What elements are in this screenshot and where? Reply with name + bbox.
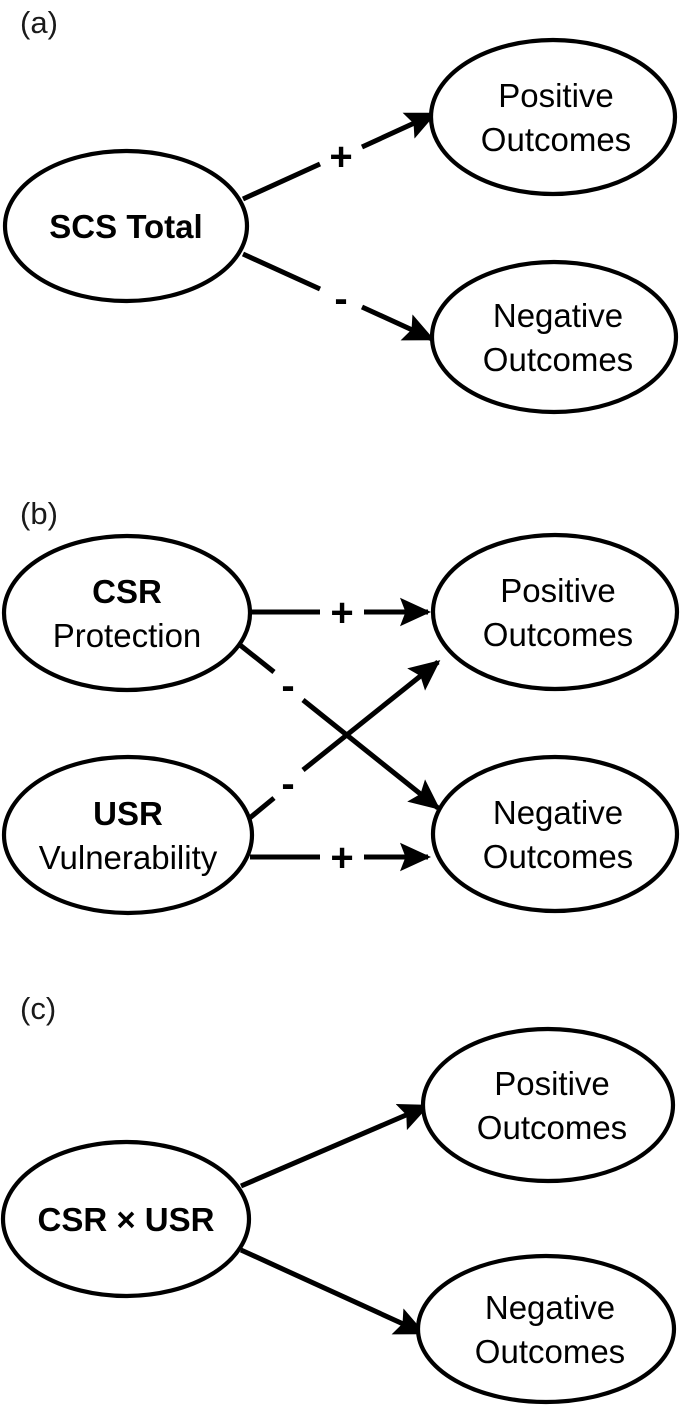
panel-c-label: (c)	[20, 991, 56, 1026]
panel-a-label: (a)	[20, 5, 58, 40]
edge-scs-positive-arrow	[360, 111, 437, 150]
node-positive-outcomes-b-line2: Outcomes	[483, 616, 633, 653]
sign-label-positive-a: +	[329, 135, 352, 179]
edge-csr-negative-arrow	[301, 698, 441, 810]
node-positive-outcomes-a-line1: Positive	[498, 77, 614, 114]
sign-label-usr-positive: -	[281, 762, 294, 806]
node-csr-x-usr-label: CSR × USR	[38, 1201, 215, 1238]
node-negative-outcomes-c-line1: Negative	[485, 1289, 615, 1326]
node-usr-vulnerability-line2: Vulnerability	[39, 839, 218, 876]
node-negative-outcomes-b-line2: Outcomes	[483, 838, 633, 875]
panel-a-edges	[241, 111, 437, 342]
node-usr-vulnerability-ellipse[interactable]	[1, 754, 255, 916]
sign-label-csr-negative: -	[281, 664, 294, 708]
node-positive-outcomes-a-line2: Outcomes	[481, 121, 631, 158]
sign-label-negative-a: -	[334, 277, 347, 321]
node-negative-outcomes-b[interactable]: Negative Outcomes	[430, 754, 680, 914]
node-negative-outcomes-a[interactable]: Negative Outcomes	[429, 259, 679, 415]
node-csr-protection-ellipse[interactable]	[1, 533, 253, 693]
node-positive-outcomes-c-line2: Outcomes	[477, 1109, 627, 1146]
edge-scs-negative-arrow	[360, 304, 435, 342]
node-usr-vulnerability[interactable]: USR Vulnerability	[1, 754, 255, 916]
node-scs-total-label: SCS Total	[49, 208, 202, 245]
node-positive-outcomes-c[interactable]: Positive Outcomes	[420, 1026, 676, 1184]
node-scs-total[interactable]: SCS Total	[2, 148, 250, 304]
node-positive-outcomes-a-ellipse[interactable]	[428, 37, 678, 197]
edge-interaction-negative-arrow	[239, 1247, 426, 1336]
panel-b-edges	[238, 597, 441, 872]
panel-a: (a) + - SCS Total Positive	[2, 5, 679, 415]
panel-b-label: (b)	[20, 496, 58, 531]
node-negative-outcomes-a-ellipse[interactable]	[429, 259, 679, 415]
node-csr-protection-line1: CSR	[92, 573, 162, 610]
edge-scs-negative-stem	[241, 251, 322, 292]
node-positive-outcomes-b-ellipse[interactable]	[430, 532, 680, 692]
panel-c-edges	[239, 1103, 430, 1336]
node-negative-outcomes-c-ellipse[interactable]	[415, 1253, 677, 1405]
node-positive-outcomes-c-line1: Positive	[494, 1065, 610, 1102]
node-negative-outcomes-b-line1: Negative	[493, 794, 623, 831]
sign-label-usr-negative: +	[330, 836, 353, 880]
node-positive-outcomes-b-line1: Positive	[500, 572, 616, 609]
node-positive-outcomes-b[interactable]: Positive Outcomes	[430, 532, 680, 692]
sign-label-csr-positive: +	[330, 591, 353, 635]
node-csr-x-usr[interactable]: CSR × USR	[0, 1139, 252, 1299]
panel-c: (c) CSR × USR Positive Outcomes Negative…	[0, 991, 677, 1405]
node-negative-outcomes-c[interactable]: Negative Outcomes	[415, 1253, 677, 1405]
node-csr-protection-line2: Protection	[53, 617, 202, 654]
edge-csr-negative-stem	[238, 643, 276, 674]
node-negative-outcomes-a-line2: Outcomes	[483, 341, 633, 378]
edge-usr-positive-arrow	[301, 660, 441, 772]
node-usr-vulnerability-line1: USR	[93, 795, 163, 832]
panel-b: (b) + - - + CSR	[1, 496, 680, 916]
node-negative-outcomes-a-line1: Negative	[493, 297, 623, 334]
node-negative-outcomes-b-ellipse[interactable]	[430, 754, 680, 914]
node-scs-total-ellipse[interactable]	[2, 148, 250, 304]
edge-scs-positive-stem	[241, 161, 322, 202]
node-negative-outcomes-c-line2: Outcomes	[475, 1333, 625, 1370]
node-positive-outcomes-c-ellipse[interactable]	[420, 1026, 676, 1184]
node-csr-x-usr-ellipse[interactable]	[0, 1139, 252, 1299]
node-csr-protection[interactable]: CSR Protection	[1, 533, 253, 693]
node-positive-outcomes-a[interactable]: Positive Outcomes	[428, 37, 678, 197]
edge-interaction-positive-arrow	[240, 1103, 430, 1189]
